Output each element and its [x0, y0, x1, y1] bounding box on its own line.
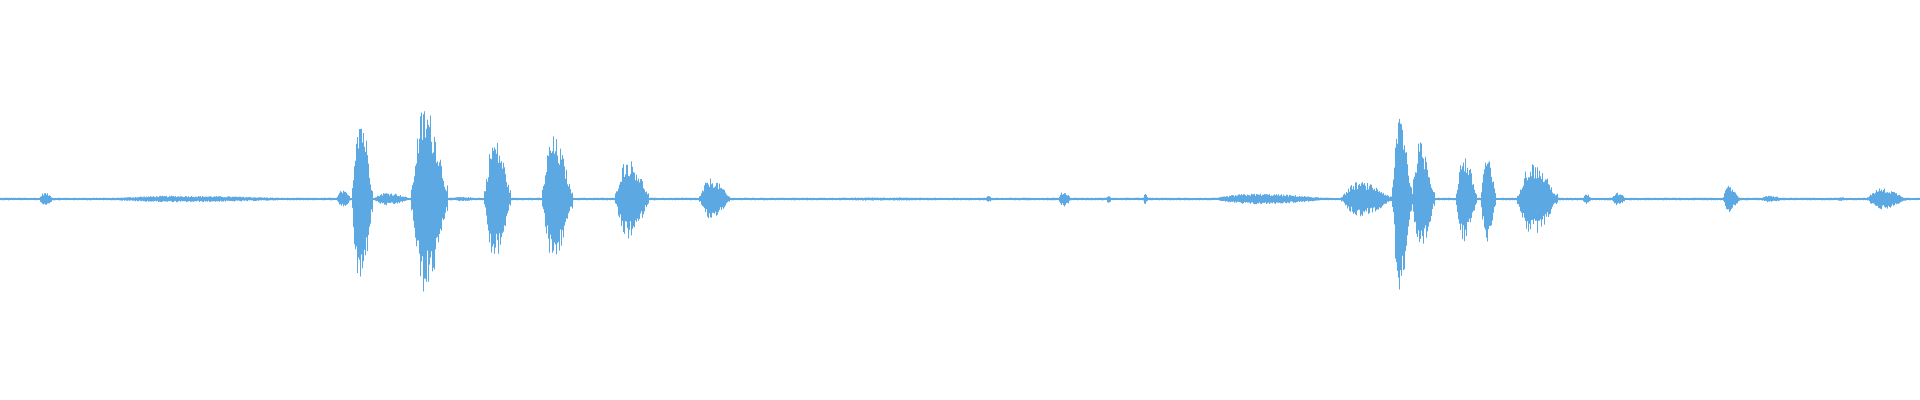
waveform-bars — [0, 111, 1920, 292]
